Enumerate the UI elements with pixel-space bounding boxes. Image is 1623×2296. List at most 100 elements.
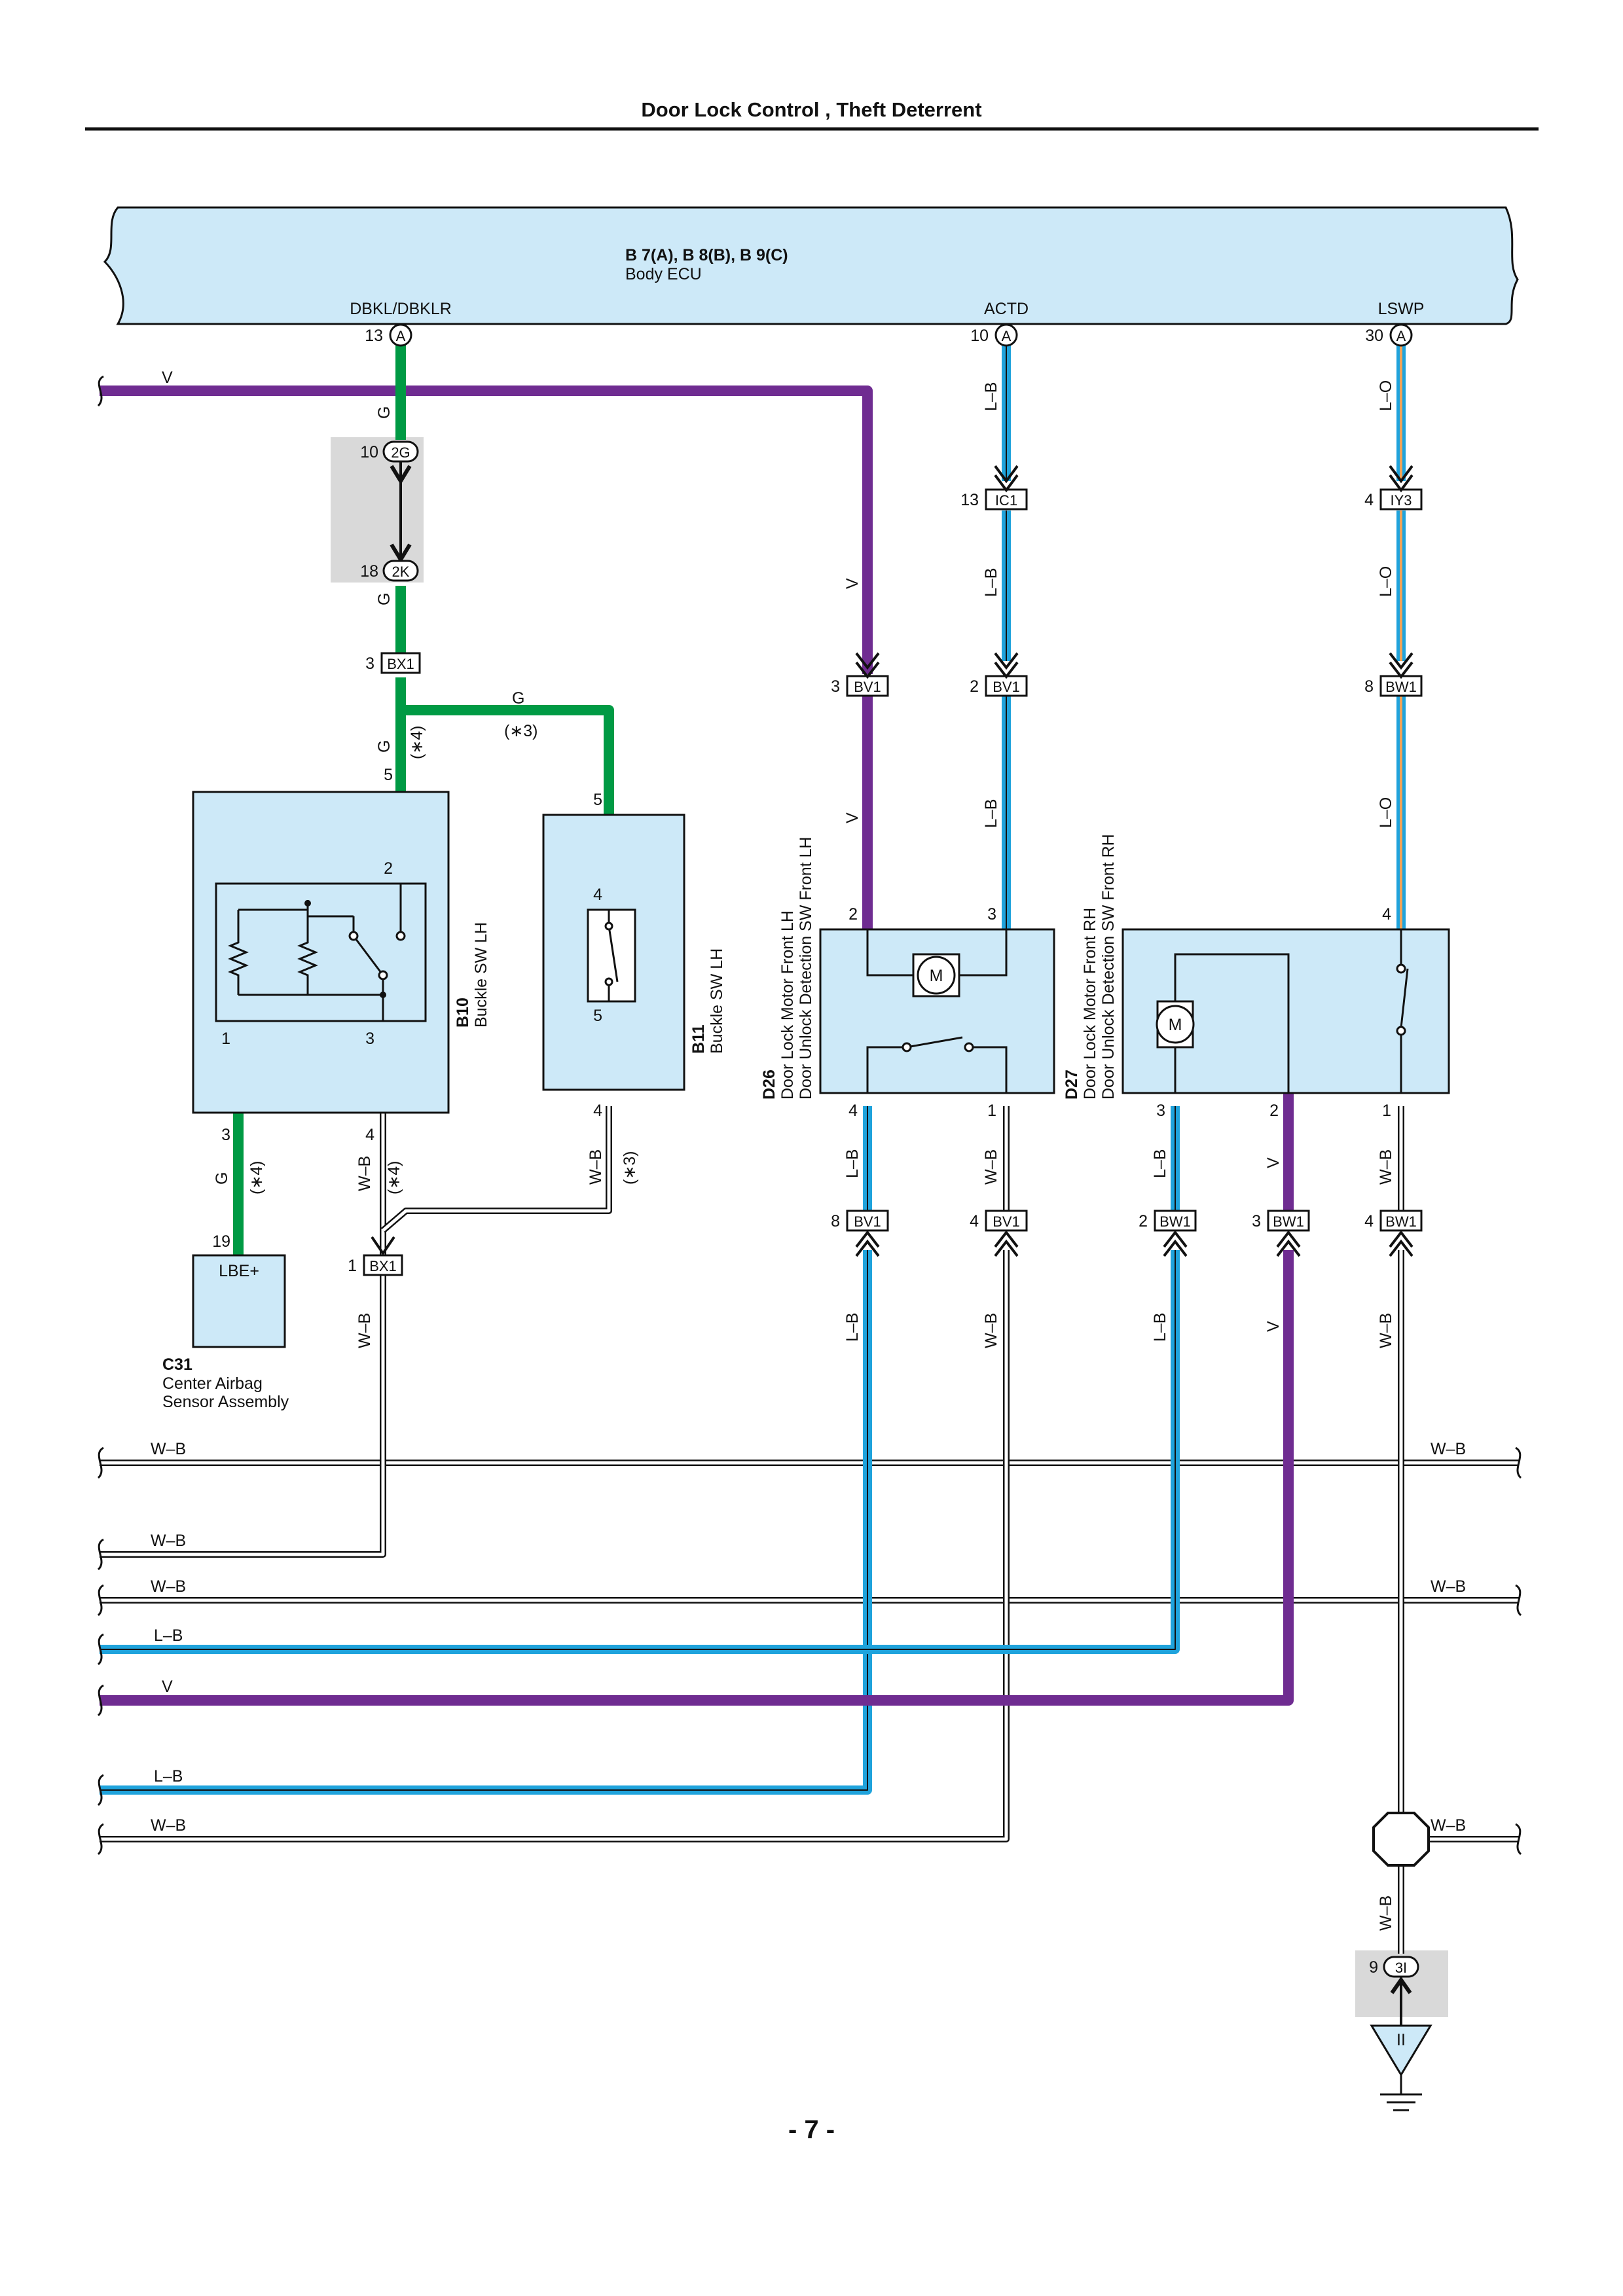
lbl-v-4: V [1264,1157,1283,1168]
d27-motor: M [1169,1016,1182,1034]
lbl-v-row5: V [162,1677,173,1696]
lbl-g-3: G [375,740,393,753]
wire-lb-d26 [100,1106,872,1795]
lbl-lo-3: L–O [1377,797,1395,828]
conn-iy3-label: IY3 [1390,492,1412,509]
ecu-pin-10: A 10 [970,323,1018,347]
conn-bx1-top: BX1 3 [365,652,421,674]
b10-pin-3: 3 [365,1030,374,1048]
d26-pin-2: 2 [848,905,858,924]
lbl-wb-row1-l: W–B [151,1440,186,1458]
b10-pin-1: 1 [221,1030,230,1048]
lbl-g-8: G [213,1172,231,1185]
conn-bw1-3-label: BW1 [1273,1213,1304,1230]
lbl-v-5: V [1264,1321,1283,1332]
component-b11: B11 Buckle SW LH 5 4 5 4 [542,791,726,1120]
conn-bw1-lo-label: BW1 [1385,679,1417,695]
lbl-wb-3: W–B [356,1156,374,1191]
d27-pin-4: 4 [1382,905,1391,924]
d27-pin-1: 1 [1382,1102,1391,1120]
junction-2k: 2K 18 [360,560,419,582]
b11-name: Buckle SW LH [708,948,726,1054]
conn-bw1-2: BW1 2 [1139,1210,1197,1257]
lbl-wb-9: W–B [1377,1313,1395,1348]
conn-bw1-lo: BW1 8 [1364,675,1423,697]
lbl-wb-6: W–B [982,1149,1000,1185]
lbl-lb-4: L–B [843,1149,862,1178]
ecu-pin-30-conn: A [1396,328,1406,344]
lbl-wb-5: W–B [356,1313,374,1348]
lbl-lb-row6: L–B [154,1767,183,1785]
conn-bw1-2-pin: 2 [1139,1212,1148,1230]
lbl-wb-row7-l: W–B [151,1816,186,1835]
lbl-g-1: G [375,406,393,419]
wire-violet-top [100,386,873,929]
lbl-wb-10: W–B [1377,1895,1395,1931]
lbl-wb-row1-r: W–B [1431,1440,1466,1458]
conn-iy3-pin: 4 [1364,491,1374,509]
ecu-pin-10-conn: A [1002,328,1012,344]
component-c31: LBE+ 19 C31 Center Airbag Sensor Assembl… [162,1232,289,1411]
d27-pin-2: 2 [1269,1102,1279,1120]
conn-ic1-label: IC1 [995,492,1017,509]
conn-iy3: IY3 4 [1364,488,1423,511]
arrow-iy3 [1389,465,1413,493]
b10-pin-2: 2 [384,859,393,878]
conn-bv1-v: BV1 3 [831,675,889,697]
d26-name2: Door Unlock Detection SW Front LH [797,836,815,1100]
lbl-wb-7: W–B [1377,1149,1395,1185]
component-d27: M D27 Door Lock Motor Front RH Door Unlo… [1063,834,1450,1120]
junction-3i: 3I 9 [1369,1956,1419,1978]
wire-labels: G G G (∗4) G (∗3) G G G W–B W–B G (∗4) W… [151,380,1466,1931]
lbl-v-3: V [843,812,862,823]
component-b10: B10 Buckle SW LH 5 2 1 3 3 4 [192,766,490,1144]
lbl-v-2: V [843,578,862,589]
arrow-2g [390,465,412,485]
b11-pin-5b: 5 [593,1007,602,1025]
c31-name1: Center Airbag [162,1374,263,1393]
b11-pin-5: 5 [593,791,602,809]
d26-pin-3: 3 [987,905,996,924]
conn-bw1-2-label: BW1 [1159,1213,1191,1230]
lbl-n3-1: (∗3) [504,722,538,740]
lbl-g-4: G [512,689,524,708]
lbl-n4-3: (∗4) [385,1160,403,1194]
conn-bx1-bot: BX1 1 [348,1254,403,1276]
ecu-code: B 7(A), B 8(B), B 9(C) [625,246,788,264]
ecu-pin-13-num: 13 [365,327,383,345]
lbl-lo-1: L–O [1377,380,1395,411]
lbl-wb-row7-r: W–B [1431,1816,1466,1835]
c31-pin-3: 3 [221,1126,230,1144]
ecu-pin-13-conn: A [396,328,406,344]
wire-violet-d27 [100,1093,1294,1706]
lbl-lb-7: L–B [1151,1313,1169,1342]
lbl-wb-8: W–B [982,1313,1000,1348]
conn-bx1-top-label: BX1 [387,656,414,672]
conn-bv1-8-label: BV1 [854,1213,881,1230]
lbl-n3-2: (∗3) [621,1151,639,1185]
wire-break-marks [97,375,1522,1856]
wire-wb-group [100,1106,1519,1954]
conn-ic1: IC1 13 [960,488,1028,511]
junction-2g-pin: 10 [360,443,378,461]
c31-name2: Sensor Assembly [162,1393,289,1411]
lbl-wb-row3-l: W–B [151,1577,186,1596]
conn-bv1-4-label: BV1 [993,1213,1020,1230]
lbl-lb-6: L–B [843,1313,862,1342]
ecu-pin-30: A 30 [1365,323,1413,347]
b10-code: B10 [454,997,472,1028]
ecu-pin-13: A 13 [365,323,412,347]
lbl-wb-row2-l: W–B [151,1532,186,1550]
b10-pin-5: 5 [384,766,393,784]
junction-2g: 2G 10 [360,440,419,463]
lbl-lo-2: L–O [1377,566,1395,597]
arrow-bv1-v [855,652,880,679]
d27-code: D27 [1063,1069,1081,1100]
d26-pin-1: 1 [987,1102,996,1120]
c31-code: C31 [162,1355,192,1374]
d26-code: D26 [760,1069,778,1100]
junction-3i-label: 3I [1395,1960,1407,1976]
wire-lb-d27 [100,1106,1180,1654]
conn-bx1-top-pin: 3 [365,655,374,673]
